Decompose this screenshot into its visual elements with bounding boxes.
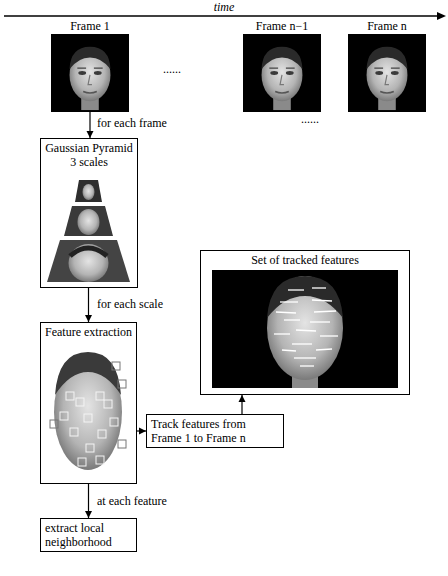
process-box: Gaussian Pyramid3 scales xyxy=(40,138,138,288)
axis-label: time xyxy=(0,0,448,14)
frame-block: Frame 1 xyxy=(50,19,130,112)
frame-block: Frame n xyxy=(347,19,427,112)
node-title: Frame 1 xyxy=(50,19,130,33)
time-axis xyxy=(4,15,438,16)
edge-label: for each frame xyxy=(96,116,168,130)
node-title: Gaussian Pyramid xyxy=(45,141,133,155)
frame-block: Frame n−1 xyxy=(242,19,322,112)
arrowhead xyxy=(139,428,146,435)
ellipsis: ...... xyxy=(162,62,182,76)
process-box: Set of tracked features xyxy=(200,250,410,395)
node-title: Track features from Frame 1 to Frame n xyxy=(151,417,279,445)
frame-image xyxy=(51,34,129,112)
ellipsis: ...... xyxy=(300,112,320,126)
node-title: Frame n xyxy=(347,19,427,33)
frame-image xyxy=(348,34,426,112)
frame-image xyxy=(243,34,321,112)
arrowhead xyxy=(85,511,92,518)
tracked-image xyxy=(212,270,398,388)
arrowhead xyxy=(239,395,246,402)
process-box: Feature extraction xyxy=(40,322,137,484)
node-title: extract local neighborhood xyxy=(45,521,132,549)
arrowhead xyxy=(85,315,92,322)
process-box: extract local neighborhood xyxy=(40,518,137,552)
process-box: Track features from Frame 1 to Frame n xyxy=(146,414,284,448)
arrowhead xyxy=(87,131,94,138)
node-title: Feature extraction xyxy=(45,325,132,339)
node-title: Set of tracked features xyxy=(205,253,405,267)
node-subtitle: 3 scales xyxy=(45,155,133,169)
edge-label: at each feature xyxy=(96,494,168,508)
edge-label: for each scale xyxy=(96,297,164,311)
time-arrowhead xyxy=(437,12,446,20)
feature-image xyxy=(50,352,126,470)
pyramid-image xyxy=(47,180,130,282)
node-title: Frame n−1 xyxy=(242,19,322,33)
